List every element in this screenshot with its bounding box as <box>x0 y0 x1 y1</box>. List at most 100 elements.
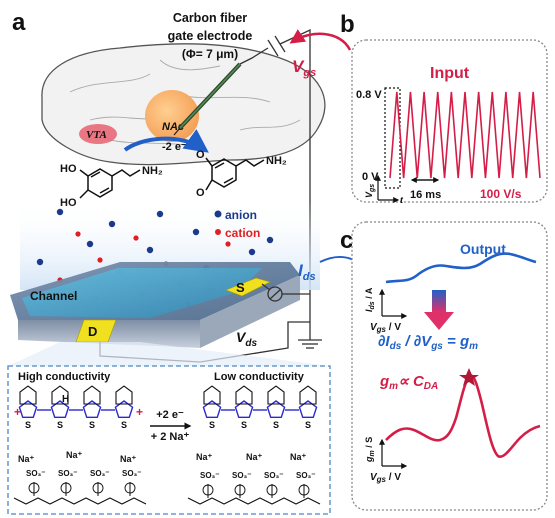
anion-dot <box>156 210 164 218</box>
gm-peak-marker <box>459 368 479 386</box>
vgs-input-arrow <box>289 29 352 51</box>
thiophene-ring <box>202 400 222 418</box>
source-label: S <box>236 280 245 295</box>
cation-legend-dot <box>215 229 221 235</box>
transistor-device <box>10 262 300 348</box>
sulfonate-label: SO₃⁻ <box>26 469 45 478</box>
sodium-ions: Na⁺Na⁺Na⁺Na⁺Na⁺Na⁺ <box>18 450 307 464</box>
nh2-label-2: NH₂ <box>266 155 287 167</box>
anion-dot <box>266 236 274 244</box>
pss-chain: SO₃⁻SO₃⁻SO₃⁻SO₃⁻SO₃⁻SO₃⁻SO₃⁻SO₃⁻ <box>13 469 321 505</box>
triangle-wave <box>389 91 541 179</box>
sulfonate-label: SO₃⁻ <box>232 471 251 480</box>
sulfur-label: S <box>89 420 95 430</box>
derivative-arrow-head <box>424 312 454 330</box>
anion-dot <box>86 240 94 248</box>
sulfur-label: S <box>25 420 31 430</box>
thiophene-ring <box>114 400 134 418</box>
drain-label: D <box>88 324 97 339</box>
dopamine-quinone-molecule <box>205 157 265 191</box>
nh2-label-1: NH₂ <box>142 165 163 177</box>
sulfur-label: S <box>57 420 63 430</box>
derivative-arrow <box>432 290 446 312</box>
output-title: Output <box>460 241 506 257</box>
channel-film <box>22 268 262 318</box>
sulfonate-label: SO₃⁻ <box>296 471 315 480</box>
dioxane-ring <box>203 385 221 405</box>
anion-dot <box>146 246 154 254</box>
sodium-ion-label: Na⁺ <box>246 452 263 462</box>
phenyl-ring <box>202 484 214 496</box>
pss-backbone <box>13 497 147 505</box>
oh-label-1: HO <box>60 163 77 175</box>
phenyl-ring <box>234 484 246 496</box>
input-ymin-label: 0 V <box>362 171 379 183</box>
sulfur-label: S <box>121 420 127 430</box>
phenyl-ring <box>298 484 310 496</box>
thiophene-ring <box>50 400 70 418</box>
brain-illustration: VTA NAc -2 e⁻ <box>41 43 326 166</box>
panel-label-b: b <box>340 11 355 38</box>
vta-label: VTA <box>86 129 107 141</box>
dopamine-molecule <box>79 168 141 199</box>
o-label-2: O <box>196 187 205 199</box>
dioxane-ring <box>115 385 133 405</box>
phenyl-ring <box>92 482 104 494</box>
transconductance-equation: ∂Ids / ∂Vgs = gm <box>378 333 478 352</box>
vgs-label: Vgs <box>292 57 316 79</box>
zoom-wedge <box>8 342 330 366</box>
svg-text:Carbon fiber: Carbon fiber <box>173 11 247 25</box>
vds-label: Vds <box>236 329 257 349</box>
nac-region <box>145 90 199 142</box>
panel-label-c: c <box>340 227 353 254</box>
cation-dot <box>133 235 139 241</box>
sodium-ion-label: Na⁺ <box>66 450 83 460</box>
thiophene-ring <box>298 400 318 418</box>
proportionality-label: gm∝ CDA <box>379 373 438 392</box>
cation-dot <box>225 241 231 247</box>
dioxane-ring <box>235 385 253 405</box>
svg-text:gate electrode: gate electrode <box>168 29 253 43</box>
anion-dot <box>56 208 64 216</box>
oxidation-arrow <box>123 129 209 153</box>
sodium-ion-label: Na⁺ <box>290 452 307 462</box>
polymer-inset <box>7 365 331 515</box>
cation-dot <box>97 257 103 263</box>
dioxane-ring <box>267 385 285 405</box>
phenyl-ring <box>124 482 136 494</box>
phenyl-ring <box>266 484 278 496</box>
cation-legend-label: cation <box>225 226 260 240</box>
sulfonate-label: SO₃⁻ <box>90 469 109 478</box>
ids-curve <box>385 252 537 284</box>
gm-x-axis-label: Vgs / V <box>370 472 401 484</box>
anion-legend-dot <box>214 210 222 218</box>
sulfur-label: S <box>209 420 215 430</box>
dioxane-ring <box>299 385 317 405</box>
carbon-fiber-electrode <box>173 62 242 136</box>
positive-charge-2: + <box>136 405 143 419</box>
high-conductivity-label: High conductivity <box>18 371 111 383</box>
source-electrode <box>225 277 271 297</box>
anion-dot <box>108 220 116 228</box>
svg-text:(Φ= 7 μm): (Φ= 7 μm) <box>182 47 238 61</box>
electrode-label: Carbon fiber gate electrode (Φ= 7 μm) <box>168 11 253 61</box>
sulfur-label: S <box>241 420 247 430</box>
thiophene-ring <box>234 400 254 418</box>
anion-legend-label: anion <box>225 208 257 222</box>
vta-region <box>79 124 117 144</box>
sodium-ion-label: Na⁺ <box>196 452 213 462</box>
dioxane-ring <box>51 385 69 405</box>
sulfonate-label: SO₃⁻ <box>58 469 77 478</box>
input-y-axis-label: Vgs <box>364 184 376 198</box>
sulfur-label: S <box>305 420 311 430</box>
sulfonate-label: SO₃⁻ <box>200 471 219 480</box>
thiophene-ring <box>82 400 102 418</box>
thiophene-ring <box>18 400 38 418</box>
anion-dot <box>36 258 44 266</box>
o-label-1: O <box>196 149 205 161</box>
output-y-axis-label: Ids / A <box>364 287 376 312</box>
gm-y-axis-label: gm / S <box>364 437 376 463</box>
sulfonate-label: SO₃⁻ <box>122 469 141 478</box>
electron-gain-label: +2 e⁻ <box>156 409 184 421</box>
